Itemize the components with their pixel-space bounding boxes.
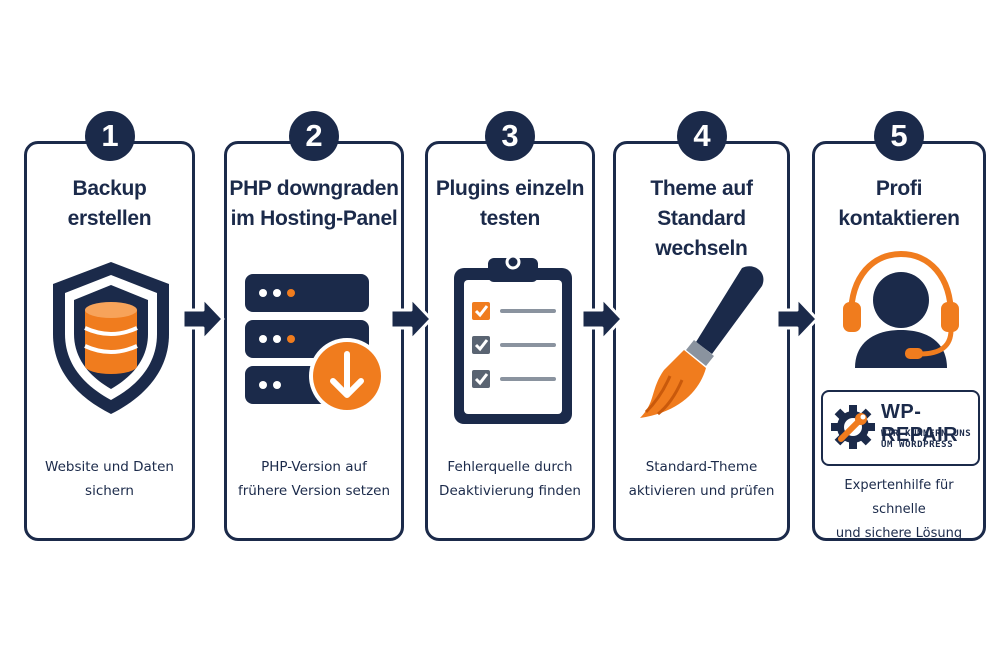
step-desc-line-2: frühere Version setzen — [237, 483, 391, 499]
step-title-line-2: Standard wechseln — [655, 207, 748, 260]
step-description: Fehlerquelle durch Deaktivierung finden — [432, 455, 588, 503]
step-title: PHP downgraden im Hosting-Panel — [227, 174, 401, 234]
step-title-line-2: testen — [479, 207, 541, 230]
logo-tagline-line-2: UM WORDPRESS — [881, 440, 954, 450]
step-desc-line-1: Fehlerquelle durch — [447, 459, 573, 475]
step-desc-line-2: aktivieren und prüfen — [628, 483, 775, 499]
step-title: Backup erstellen — [27, 174, 192, 234]
step-desc-line-1: Standard-Theme — [645, 459, 758, 475]
support-headset-icon — [843, 250, 959, 368]
step-desc-line-1: PHP-Version auf — [261, 459, 367, 475]
step-desc-line-1: Website und Daten — [45, 459, 174, 475]
step-card-3: Plugins einzeln testen Fehlerquelle durc… — [425, 141, 595, 541]
step-number-badge-5: 5 — [874, 111, 924, 161]
step-title-line-2: im Hosting-Panel — [230, 207, 398, 230]
step-number-badge-1: 1 — [85, 111, 135, 161]
step-number-badge-2: 2 — [289, 111, 339, 161]
wp-repair-logo: WP-REPAIR WIR KÜMMERN UNS UM WORDPRESS — [821, 390, 980, 466]
step-desc-line-2: Deaktivierung finden — [439, 483, 581, 499]
server-download-icon — [245, 274, 385, 414]
arrow-right-icon — [775, 296, 819, 342]
arrow-right-icon — [389, 296, 433, 342]
gear-wrench-icon — [831, 405, 875, 449]
step-description: Expertenhilfe für schnelle und sichere L… — [819, 474, 979, 546]
step-title: Plugins einzeln testen — [428, 174, 592, 234]
step-desc-line-2: sichern — [85, 483, 134, 499]
step-card-4: Theme auf Standard wechseln Standard-The… — [613, 141, 790, 541]
step-title: Profi kontaktieren — [815, 174, 983, 234]
step-number-badge-4: 4 — [677, 111, 727, 161]
step-title: Theme auf Standard wechseln — [616, 174, 787, 264]
step-title-line-2: erstellen — [67, 207, 152, 230]
step-number-badge-3: 3 — [485, 111, 535, 161]
logo-name: WP-REPAIR — [881, 401, 959, 446]
step-card-1: Backup erstellen Website und Daten siche… — [24, 141, 195, 541]
step-card-5: Profi kontaktieren — [812, 141, 986, 541]
step-title-line-1: Profi — [875, 177, 923, 200]
step-title-line-1: Theme auf — [650, 177, 753, 200]
clipboard-checklist-icon — [454, 254, 572, 424]
step-title-line-2: kontaktieren — [838, 207, 960, 230]
step-card-2: PHP downgraden im Hosting-Panel PHP-Vers… — [224, 141, 404, 541]
step-desc-line-2: und sichere Lösung — [835, 526, 963, 541]
step-title-line-1: Backup — [72, 177, 147, 200]
step-description: PHP-Version auf frühere Version setzen — [231, 455, 397, 503]
arrow-right-icon — [580, 296, 624, 342]
paintbrush-icon — [640, 266, 764, 418]
arrow-right-icon — [181, 296, 225, 342]
shield-database-icon — [53, 262, 169, 414]
step-title-line-1: Plugins einzeln — [435, 177, 585, 200]
logo-tagline-line-1: WIR KÜMMERN UNS — [881, 429, 972, 439]
step-description: Website und Daten sichern — [31, 455, 188, 503]
step-description: Standard-Theme aktivieren und prüfen — [620, 455, 783, 503]
step-desc-line-1: Expertenhilfe für schnelle — [844, 478, 954, 517]
step-title-line-1: PHP downgraden — [229, 177, 399, 200]
